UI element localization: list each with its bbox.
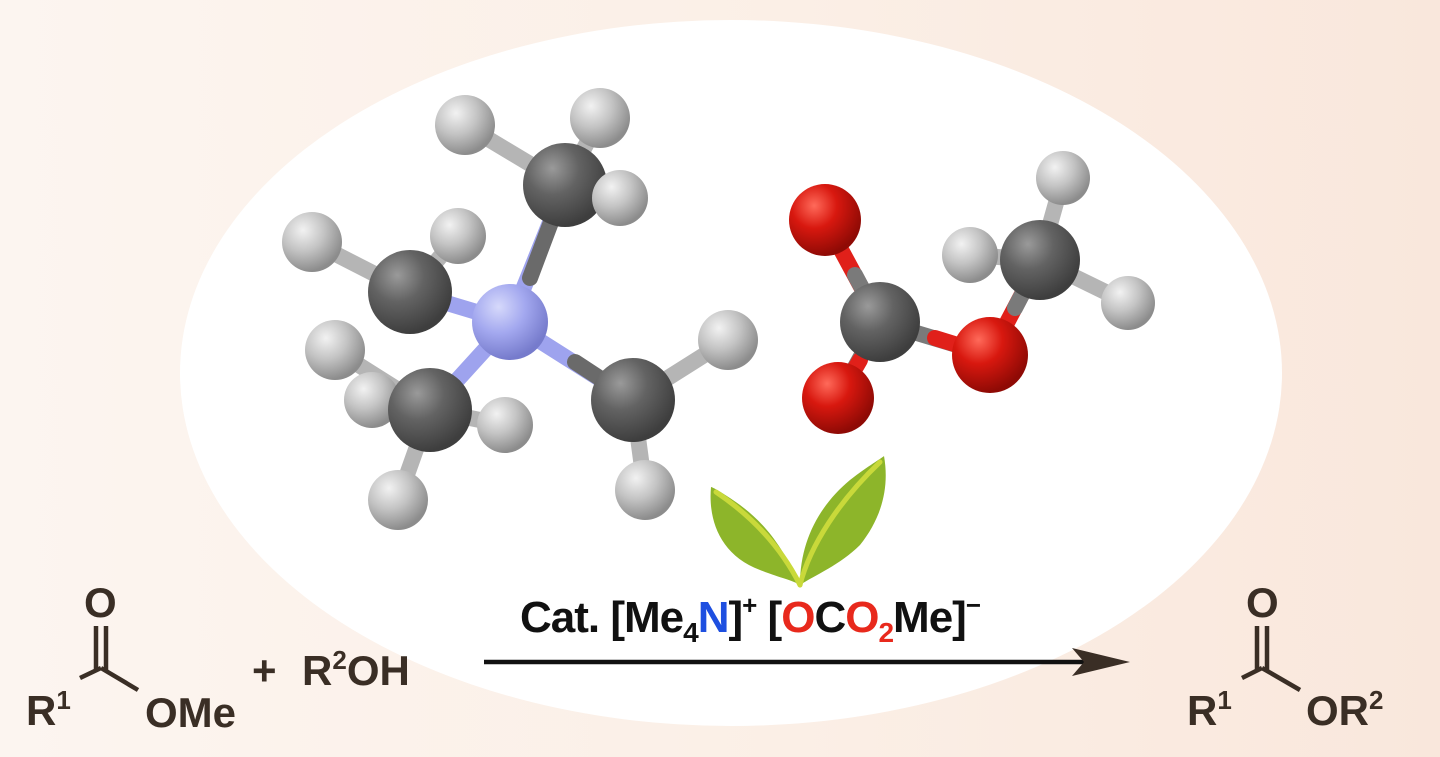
product-ester-group: OR2 <box>1306 687 1383 734</box>
background-ellipse <box>180 20 1282 726</box>
reactant1-r1: R1 <box>26 687 71 734</box>
product-bonds <box>1240 626 1302 692</box>
reactant2-r-group: R <box>302 647 333 694</box>
product-ester-prefix: OR <box>1306 687 1369 734</box>
catalyst-me: Me] <box>893 593 967 642</box>
catalyst-sub4: 4 <box>683 617 699 648</box>
catalyst-prefix: Cat. [Me <box>520 593 684 642</box>
product-r-group: R <box>1187 687 1218 734</box>
reactant1-r-group: R <box>26 687 57 734</box>
plus-sign: + <box>252 647 277 694</box>
reactant1-ester-group: OMe <box>145 689 237 736</box>
catalyst-open2: [ <box>756 593 783 642</box>
catalyst-nitrogen: N <box>697 593 730 642</box>
catalyst-carbon: C <box>814 593 846 642</box>
green-leaves-icon <box>710 456 886 588</box>
methyl-carbonate-model <box>789 151 1155 434</box>
catalyst-oxygen2: O <box>845 593 879 642</box>
catalyst-oxygen1: O <box>781 593 815 642</box>
reactant2-r-sup: 2 <box>332 645 347 675</box>
catalyst-charge-minus: − <box>965 590 981 620</box>
reactant2-suffix: OH <box>346 647 410 694</box>
reactant1-bonds <box>79 626 140 692</box>
catalyst-close1: ] <box>728 593 743 642</box>
reactant1-carbonyl-o: O <box>84 579 117 626</box>
catalyst-sub2: 2 <box>878 617 894 648</box>
catalyst-charge-plus: + <box>742 590 757 620</box>
product-carbonyl-o: O <box>1246 579 1279 626</box>
product-r1: R1 <box>1187 687 1232 734</box>
reactant2-alcohol: R2OH <box>302 647 410 694</box>
product-ester-sup: 2 <box>1369 685 1384 715</box>
reactant1-r-sup: 1 <box>56 685 71 715</box>
reaction-arrow <box>484 648 1130 676</box>
tetramethylammonium-model <box>282 88 758 530</box>
product-r-sup: 1 <box>1217 685 1232 715</box>
catalyst-label: Cat. [Me4N]+ [OCO2Me]− <box>520 592 981 647</box>
